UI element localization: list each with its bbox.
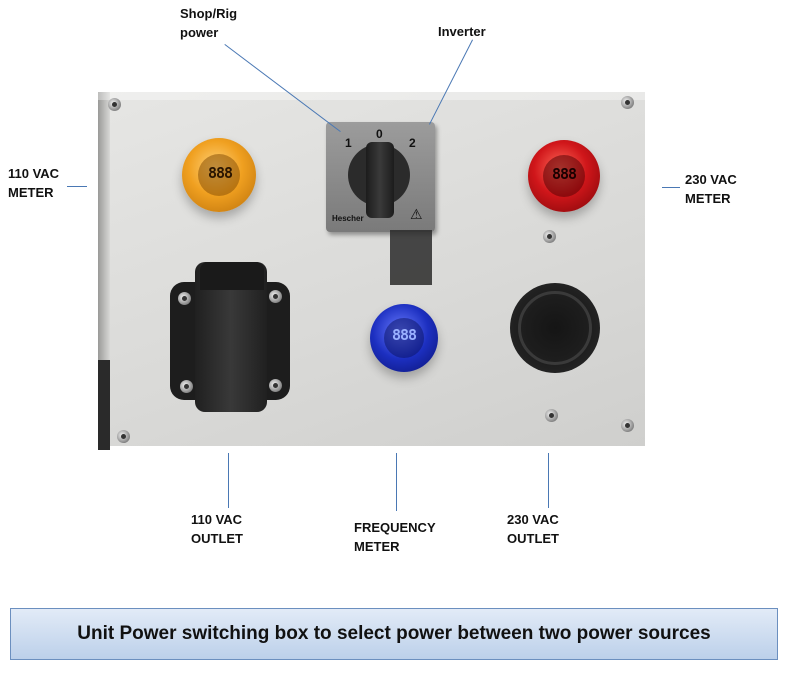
leader-line-110-meter bbox=[67, 186, 87, 187]
screw-icon bbox=[269, 290, 282, 303]
switch-position-0: 0 bbox=[376, 127, 383, 141]
label-inverter: Inverter bbox=[438, 24, 486, 39]
panel-edge-shadow bbox=[98, 92, 110, 446]
caption-box: Unit Power switching box to select power… bbox=[10, 608, 778, 660]
leader-line-230-outlet bbox=[548, 453, 549, 508]
meter-230-vac: 888 bbox=[528, 140, 600, 212]
screw-icon bbox=[269, 379, 282, 392]
lcd-230-display: 888 bbox=[551, 165, 577, 183]
screw-icon bbox=[108, 98, 121, 111]
leader-line-frequency bbox=[396, 453, 397, 511]
panel-highlight bbox=[98, 92, 645, 100]
meter-110-vac: 888 bbox=[182, 138, 256, 212]
leader-line-230-meter bbox=[662, 187, 680, 188]
lcd-frequency-display: 888 bbox=[391, 326, 417, 344]
outlet-230-ring bbox=[518, 291, 592, 365]
switch-position-2: 2 bbox=[409, 136, 416, 150]
cable-shadow bbox=[98, 360, 110, 450]
screw-icon bbox=[178, 292, 191, 305]
frequency-meter: 888 bbox=[370, 304, 438, 372]
caption-text: Unit Power switching box to select power… bbox=[77, 623, 711, 644]
leader-line-110-outlet bbox=[228, 453, 229, 508]
outlet-110-vac bbox=[170, 262, 290, 412]
lcd-110-display: 888 bbox=[207, 164, 233, 182]
label-110-vac-meter: 110 VAC METER bbox=[8, 166, 60, 200]
screw-icon bbox=[117, 430, 130, 443]
outlet-110-hinge bbox=[200, 262, 264, 290]
label-230-vac-meter: 230 VAC METER bbox=[685, 172, 737, 206]
label-110-vac-outlet: 110 VAC OUTLET bbox=[191, 512, 243, 546]
label-frequency-meter: FREQUENCY METER bbox=[354, 520, 436, 554]
warning-triangle-icon: ⚠ bbox=[410, 206, 423, 222]
screw-icon bbox=[621, 419, 634, 432]
switch-knob[interactable] bbox=[366, 142, 394, 218]
screw-icon bbox=[621, 96, 634, 109]
knob-shadow bbox=[390, 230, 432, 285]
screw-icon bbox=[545, 409, 558, 422]
screw-icon bbox=[180, 380, 193, 393]
screw-icon bbox=[543, 230, 556, 243]
switch-brand: Hescher bbox=[332, 214, 364, 223]
label-230-vac-outlet: 230 VAC OUTLET bbox=[507, 512, 559, 546]
power-selector-switch[interactable]: 1 0 2 Hescher ⚠ bbox=[326, 122, 435, 232]
label-shop-rig-power: Shop/Rig power bbox=[180, 6, 238, 40]
outlet-230-vac bbox=[510, 283, 600, 373]
switch-position-1: 1 bbox=[345, 136, 352, 150]
